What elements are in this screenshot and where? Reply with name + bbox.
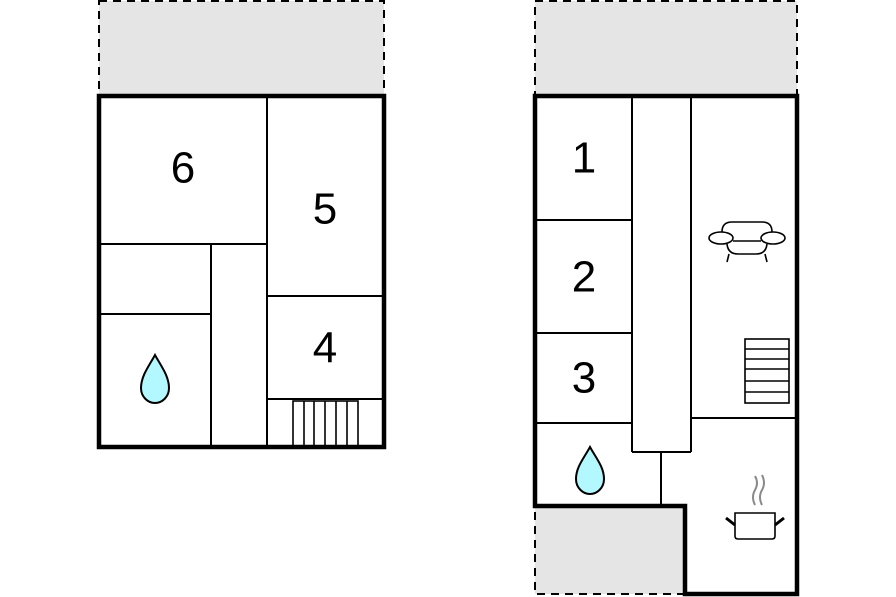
outer-wall-left: [96, 93, 387, 450]
water-drop-icon: [574, 444, 606, 496]
room-label-3: 3: [572, 354, 596, 403]
room-label-4: 4: [313, 324, 337, 373]
terrace-top-right: [534, 0, 798, 97]
terrace-top-left: [98, 0, 385, 97]
floor-right: 1 2 3: [532, 0, 800, 597]
floor-left: 6 5 4: [96, 0, 387, 450]
room-label-1: 1: [572, 134, 596, 183]
terrace-bottom-left: [534, 505, 686, 595]
stairs-icon: [744, 338, 790, 404]
room-label-6: 6: [171, 144, 195, 193]
room-label-2: 2: [572, 253, 596, 302]
cooking-pot-icon: [725, 474, 785, 540]
stairs-icon: [292, 400, 359, 448]
water-drop-icon: [139, 352, 171, 405]
outer-wall-right: [532, 93, 800, 597]
sofa-icon: [708, 221, 786, 263]
room-label-5: 5: [313, 185, 337, 234]
